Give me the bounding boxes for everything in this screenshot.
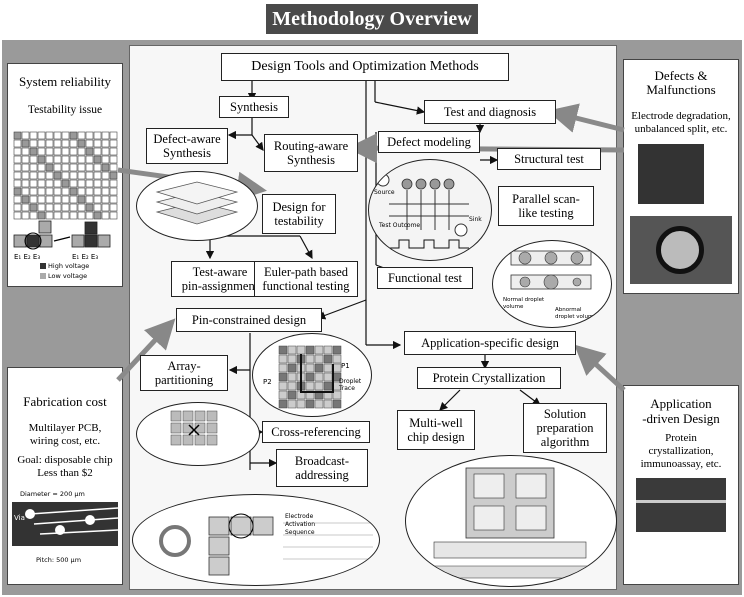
solution-preparation-box: Solution preparation algorithm <box>523 403 607 453</box>
design-for-testability-box: Design for testability <box>262 194 336 234</box>
electrode-label: Electrode <box>285 513 314 520</box>
euler-label-2: functional testing <box>262 279 350 293</box>
solution-label-1: Solution <box>543 407 587 421</box>
multi-well-chip-box: Multi-well chip design <box>397 410 475 450</box>
p1-label: P1 <box>341 362 350 370</box>
defects-title-1: Defects & <box>654 68 708 83</box>
broadcast-label-1: Broadcast- <box>294 454 350 468</box>
sink-label: Sink <box>469 216 482 223</box>
application-text-1: Protein <box>665 432 697 444</box>
application-text-3: immunoassay, etc. <box>640 458 722 470</box>
p2-label: P2 <box>263 378 272 386</box>
sequence-label: Sequence <box>285 529 315 536</box>
fabrication-text-1: Multilayer PCB, <box>28 422 102 434</box>
functional-test-box: Functional test <box>377 267 473 289</box>
dft-label-2: testability <box>274 214 324 228</box>
defects-text-2: unbalanced split, etc. <box>634 123 728 135</box>
droplet-trace-illustration: P1 P2 Droplet Trace <box>252 333 372 417</box>
diameter-label: Diameter = 200 μm <box>20 490 85 498</box>
test-diagnosis-box: Test and diagnosis <box>424 100 556 124</box>
broadcast-addressing-illustration: Electrode Activation Sequence <box>132 494 380 586</box>
svg-text:E₁ E₂ E₃: E₁ E₂ E₃ <box>72 253 98 261</box>
application-title-2: -driven Design <box>642 411 720 426</box>
defect-aware-synthesis-box: Defect-aware Synthesis <box>146 128 228 164</box>
multiwell-label-1: Multi-well <box>409 416 463 430</box>
euler-label-1: Euler-path based <box>263 265 349 279</box>
multi-well-chip-illustration <box>405 455 617 587</box>
fabrication-cost-target: Less than $2 <box>37 467 93 479</box>
defect-aware-label-1: Defect-aware <box>153 132 221 146</box>
routing-aware-synthesis-box: Routing-aware Synthesis <box>264 134 358 172</box>
defects-text-1: Electrode degradation, <box>631 110 731 122</box>
test-aware-pin-assignment-box: Test-aware pin-assignment <box>171 261 269 297</box>
parallel-scan-label-2: like testing <box>518 206 574 220</box>
cross-referencing-illustration <box>136 402 260 466</box>
fabrication-cost-panel: Fabrication cost Multilayer PCB, wiring … <box>7 367 123 585</box>
title-banner: Methodology Overview <box>0 0 744 38</box>
cross-referencing-box: Cross-referencing <box>262 421 370 443</box>
legend-high-voltage: High voltage <box>48 262 90 270</box>
activation-label: Activation <box>285 521 316 528</box>
broadcast-label-2: addressing <box>295 468 349 482</box>
parallel-scan-box: Parallel scan- like testing <box>498 186 594 226</box>
fabrication-cost-title: Fabrication cost <box>23 394 107 409</box>
dft-label-1: Design for <box>272 200 326 214</box>
abnormal-droplet-label: Abnormal droplet volume <box>555 307 597 320</box>
high-low-voltage-diagram: E₁ E₂ E₃ E₁ E₂ E₃ <box>13 220 111 279</box>
parallel-scan-label-1: Parallel scan- <box>512 192 580 206</box>
pitch-label: Pitch: 500 μm <box>36 556 82 564</box>
system-reliability-panel: System reliability Testability issue E₁ … <box>7 63 123 287</box>
broadcast-addressing-box: Broadcast- addressing <box>276 449 368 487</box>
defect-aware-label-2: Synthesis <box>163 146 211 160</box>
structural-test-box: Structural test <box>497 148 601 170</box>
synthesis-box: Synthesis <box>219 96 289 118</box>
system-reliability-title: System reliability <box>18 74 112 89</box>
euler-path-box: Euler-path based functional testing <box>254 261 358 297</box>
electrode-grid-image <box>13 131 118 220</box>
test-aware-label-2: pin-assignment <box>181 279 259 293</box>
fabrication-text-2: wiring cost, etc. <box>29 435 101 447</box>
defects-title-2: Malfunctions <box>646 82 716 97</box>
fabrication-goal: Goal: disposable chip <box>17 454 113 466</box>
protein-crystallization-box: Protein Crystallization <box>417 367 561 389</box>
routing-aware-label-1: Routing-aware <box>273 139 349 153</box>
array-label-2: partitioning <box>154 373 214 387</box>
design-tools-box: Design Tools and Optimization Methods <box>221 53 509 81</box>
droplet-trace-label: Droplet Trace <box>339 378 362 392</box>
solution-label-3: algorithm <box>540 435 590 449</box>
page-title: Methodology Overview <box>266 4 478 34</box>
pcb-via-image <box>12 502 119 546</box>
normal-droplet-label: Normal droplet volume <box>503 297 545 310</box>
routing-3d-illustration <box>136 171 258 241</box>
solution-label-2: preparation <box>536 421 594 435</box>
defect-circuit-illustration: Source Sink Test Outcome <box>368 159 492 261</box>
application-title-1: Application <box>650 396 712 411</box>
source-label: Source <box>374 189 395 196</box>
svg-text:E₁ E₂ E₃: E₁ E₂ E₃ <box>14 253 40 261</box>
test-outcome-label: Test Outcome <box>379 222 421 229</box>
application-text-2: crystallization, <box>648 445 714 457</box>
droplet-volume-illustration: Normal droplet volume Abnormal droplet v… <box>492 240 612 328</box>
defects-panel: Defects & Malfunctions Electrode degrada… <box>623 59 739 294</box>
pin-constrained-design-box: Pin-constrained design <box>176 308 322 332</box>
array-label-1: Array- <box>167 359 201 373</box>
application-panel: Application -driven Design Protein cryst… <box>623 385 739 585</box>
defect-modeling-box: Defect modeling <box>378 131 480 153</box>
legend-low-voltage: Low voltage <box>48 272 88 280</box>
test-aware-label-1: Test-aware <box>192 265 248 279</box>
routing-aware-label-2: Synthesis <box>287 153 335 167</box>
multiwell-label-2: chip design <box>407 430 465 444</box>
via-label: Via <box>14 514 25 522</box>
unbalanced-split-photo <box>630 216 732 284</box>
application-photo <box>636 478 726 532</box>
testability-issue-label: Testability issue <box>27 104 103 116</box>
electrode-degradation-photo <box>638 144 704 204</box>
array-partitioning-box: Array- partitioning <box>140 355 228 391</box>
application-specific-design-box: Application-specific design <box>404 331 576 355</box>
